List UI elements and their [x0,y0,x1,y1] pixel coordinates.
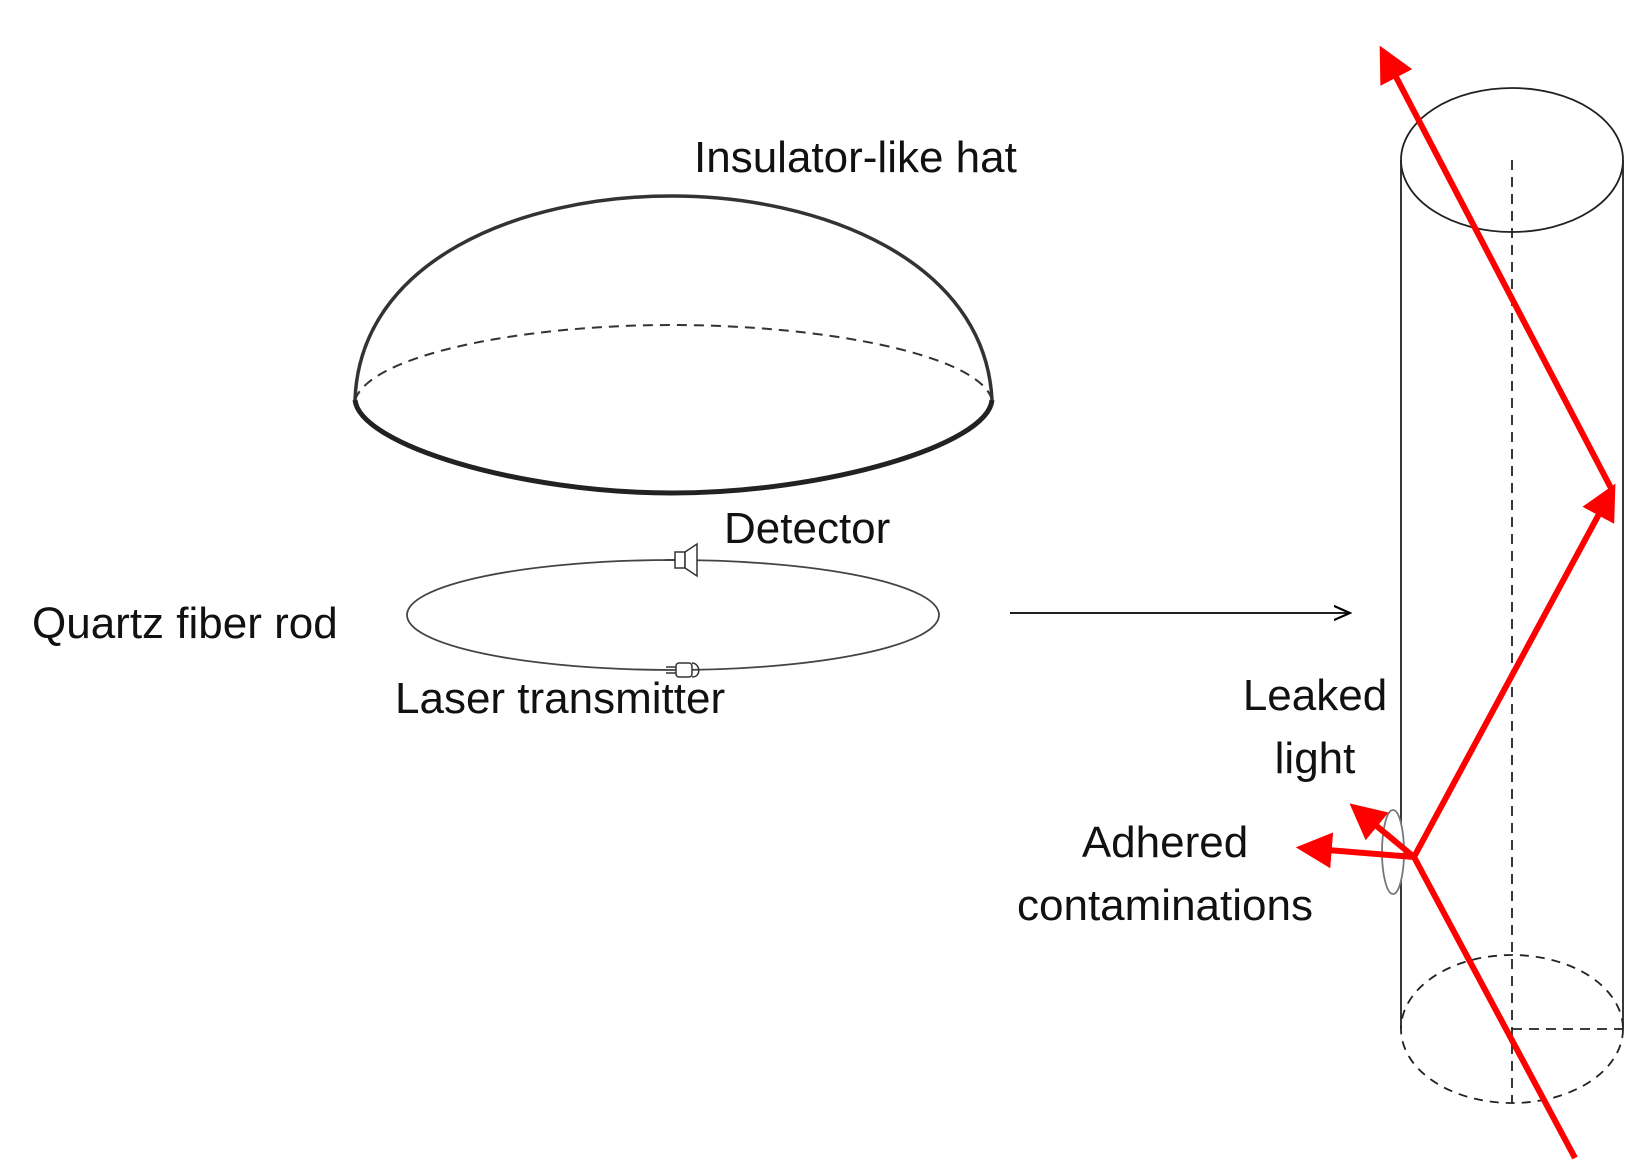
beam-segment-up [1411,483,1616,859]
adhered-line1: Adhered [1081,818,1249,867]
hat-base-front [352,399,995,496]
leaked-light-line2: light [1274,733,1356,783]
insulator-hat [352,194,995,496]
quartz-fiber-ring [406,542,940,678]
hat-dome-outline [353,194,994,401]
leaked-light-label: Leaked light [1230,670,1400,786]
detector-label: Detector [724,504,891,553]
hat-label: Insulator-like hat [694,133,1017,182]
scattered-light-arrow [1295,832,1415,869]
light-beam [1295,45,1616,1160]
quartz-rod-label: Quartz fiber rod [32,599,338,648]
fiber-ring [406,559,940,671]
leaked-light-arrow [1349,803,1416,860]
detector-icon [665,542,698,578]
hat-base-back [354,323,993,401]
beam-segment-reflect [1379,45,1615,492]
magnified-rod-cylinder [1400,87,1624,1104]
leaked-light-line1: Leaked [1242,671,1388,720]
adhered-contaminations-label: Adhered contaminations [985,817,1345,933]
laser-transmitter-label: Laser transmitter [395,674,726,723]
beam-incoming [1411,855,1578,1160]
adhered-line2: contaminations [1017,880,1313,930]
laser-transmitter-icon [666,662,700,678]
